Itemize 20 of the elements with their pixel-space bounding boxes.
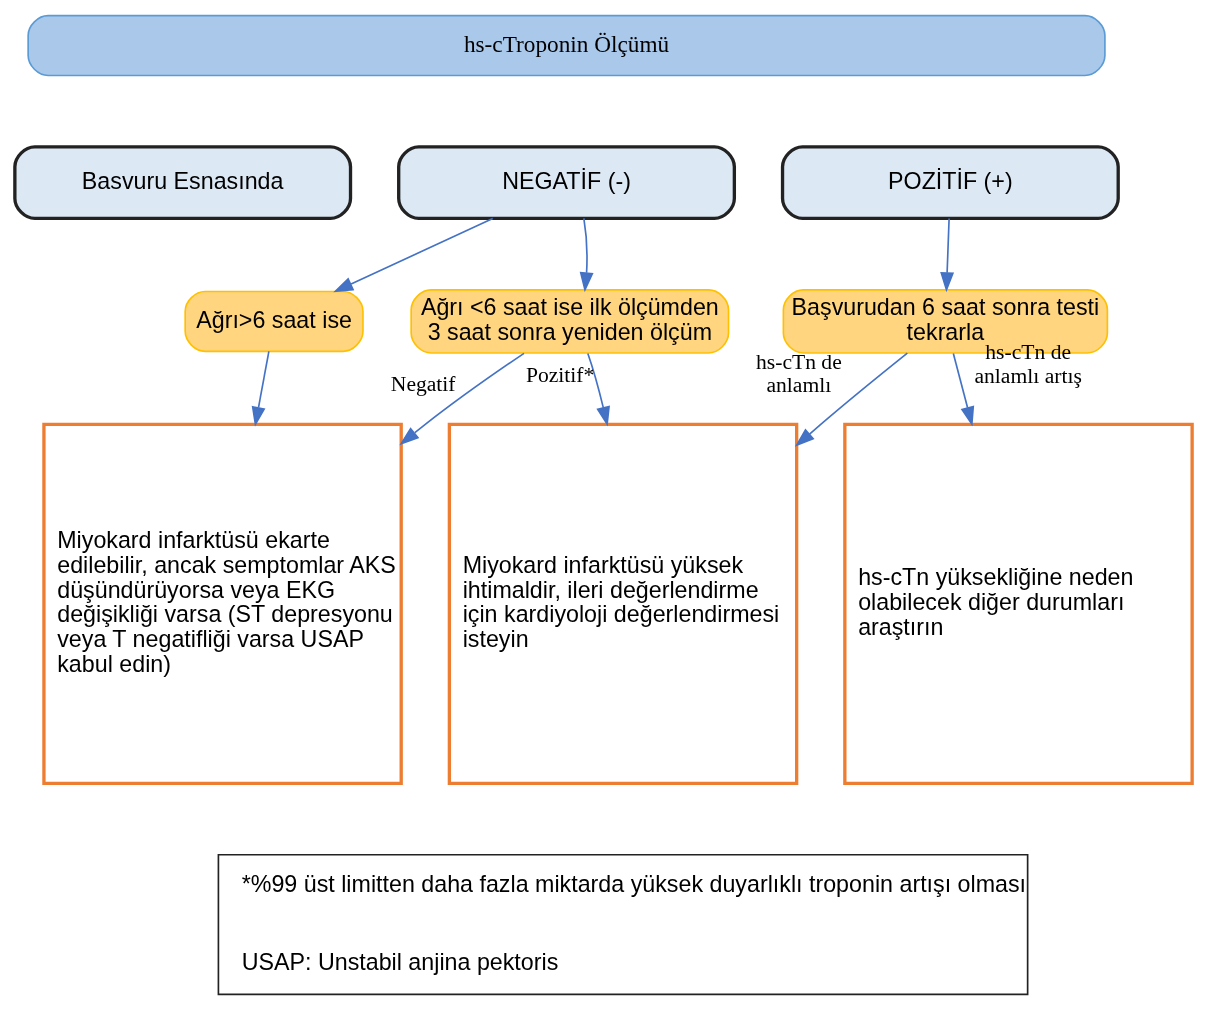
edge-label: Pozitif* xyxy=(525,362,595,387)
arrow xyxy=(952,352,975,426)
arrow xyxy=(579,217,594,292)
node-box: hs-cTroponin Ölçümü xyxy=(27,14,1106,76)
arrow xyxy=(251,350,270,427)
node-box: POZİTİF (+) xyxy=(780,144,1120,220)
arrow xyxy=(794,351,909,447)
node-box: Ağrı>6 saat ise xyxy=(184,290,364,352)
node-box: hs-cTn yüksekliğine neden olabilecek diğer durumları araştırın xyxy=(843,422,1194,785)
arrow xyxy=(940,217,955,292)
edge-label: Negatif xyxy=(390,371,456,396)
node-box: NEGATİF (-) xyxy=(397,144,736,220)
node-box: Miyokard infarktüsü ekarte edilebilir, ancak semptomlar AKS düşündürüyorsa veya EKG değişikliği varsa (ST depresyonu veya T negatifliği varsa USAP kabul edin) xyxy=(42,422,403,785)
node-box: Basvuru Esnasında xyxy=(13,144,353,220)
arrow xyxy=(587,352,610,427)
node-box: Ağrı <6 saat ise ilk ölçümden 3 saat sonra yeniden ölçüm xyxy=(410,288,730,354)
arrow xyxy=(333,217,494,292)
node-box: Miyokard infarktüsü yüksek ihtimaldir, ileri değerlendirme için kardiyoloji değerlendirmesi isteyin xyxy=(447,422,799,785)
node-box: *%99 üst limitten daha fazla miktarda yüksek duyarlıklı troponin artışı olması USAP: Unstabil anjina pektoris xyxy=(217,853,1029,995)
arrow xyxy=(399,352,525,445)
